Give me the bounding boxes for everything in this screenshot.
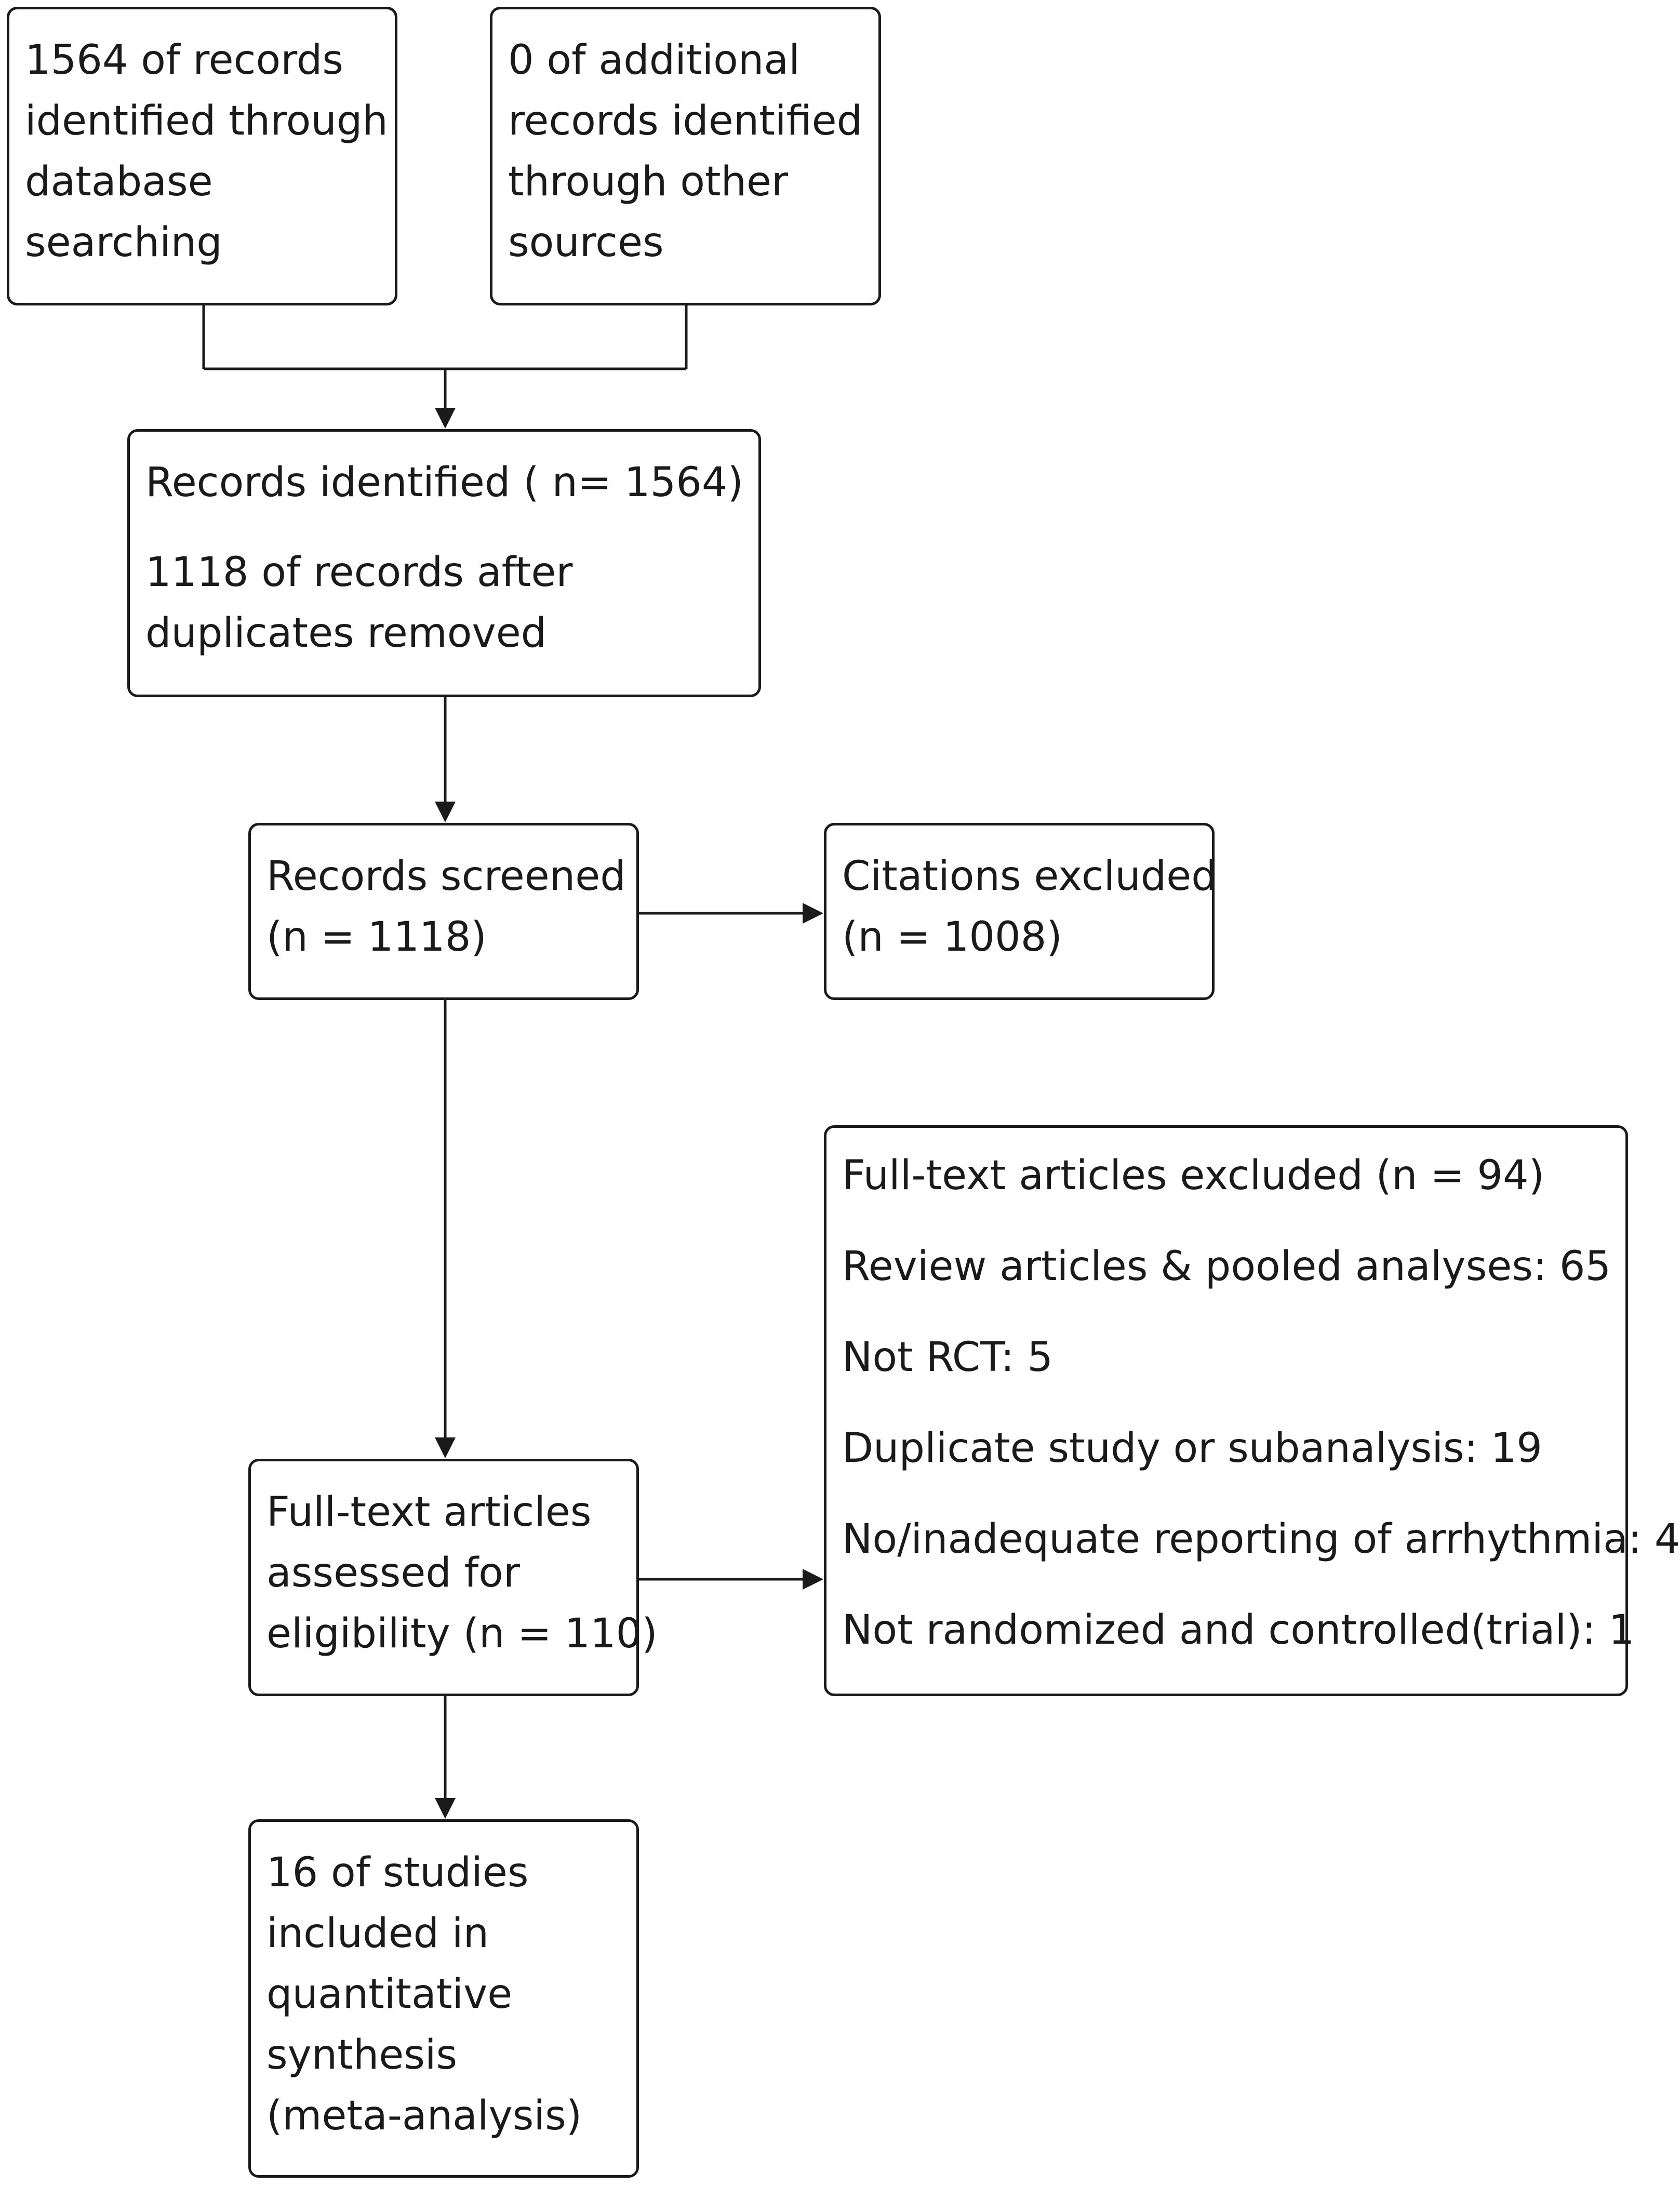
citations-excluded-box: Citations excluded (n = 1008)	[824, 823, 1217, 1000]
box-text-line: Full-text articles	[266, 1489, 592, 1536]
records-identified-box: Records identified ( n= 1564) 1118 of re…	[127, 429, 761, 697]
box-text-line: 1564 of records	[25, 37, 344, 84]
box-text-line: (meta-analysis)	[266, 2093, 582, 2139]
box-text-line: database	[25, 158, 213, 205]
box-text-line: Review articles & pooled analyses: 65	[842, 1243, 1611, 1290]
box-text-line: (n = 1008)	[842, 914, 1062, 961]
box-text-line: No/inadequate reporting of arrhythmia: 4	[842, 1516, 1680, 1563]
box-text-line: searching	[25, 219, 222, 266]
box-text-line: Duplicate study or subanalysis: 19	[842, 1425, 1542, 1472]
box-text-line: (n = 1118)	[266, 914, 487, 961]
box-text-line: 0 of additional	[508, 37, 800, 84]
box-text-line: synthesis	[266, 2032, 458, 2079]
fulltext-excluded-box: Full-text articles excluded (n = 94) Rev…	[824, 1125, 1680, 1696]
database-records-box: 1564 of records identified through datab…	[7, 7, 397, 305]
box-text-line: through other	[508, 158, 789, 205]
box-text-line: 16 of studies	[266, 1849, 529, 1896]
box-text-line: records identified	[508, 98, 863, 144]
box-text-line: Not RCT: 5	[842, 1334, 1053, 1381]
records-screened-box: Records screened (n = 1118)	[248, 823, 639, 1000]
box-text-line: 1118 of records after	[145, 549, 573, 596]
box-text-line: included in	[266, 1910, 489, 1957]
box-text-line: Not randomized and controlled(trial): 1	[842, 1607, 1635, 1654]
box-text-line: identified through	[25, 98, 388, 144]
box-text-line: assessed for	[266, 1550, 520, 1596]
other-records-box: 0 of additional records identified throu…	[490, 7, 881, 305]
box-text-line: Full-text articles excluded (n = 94)	[842, 1152, 1545, 1199]
fulltext-assessed-box: Full-text articles assessed for eligibil…	[248, 1459, 658, 1696]
records-identified-title: Records identified ( n= 1564)	[145, 459, 743, 506]
box-text-line: duplicates removed	[145, 610, 547, 657]
box-text-line: eligibility (n = 110)	[266, 1610, 658, 1657]
box-text-line: Records screened	[266, 853, 626, 900]
box-text-line: Citations excluded	[842, 853, 1217, 900]
studies-included-box: 16 of studies included in quantitative s…	[248, 1819, 639, 2178]
flow-connectors	[202, 305, 823, 1819]
box-text-line: sources	[508, 219, 664, 266]
box-text-line: quantitative	[266, 1971, 513, 2018]
